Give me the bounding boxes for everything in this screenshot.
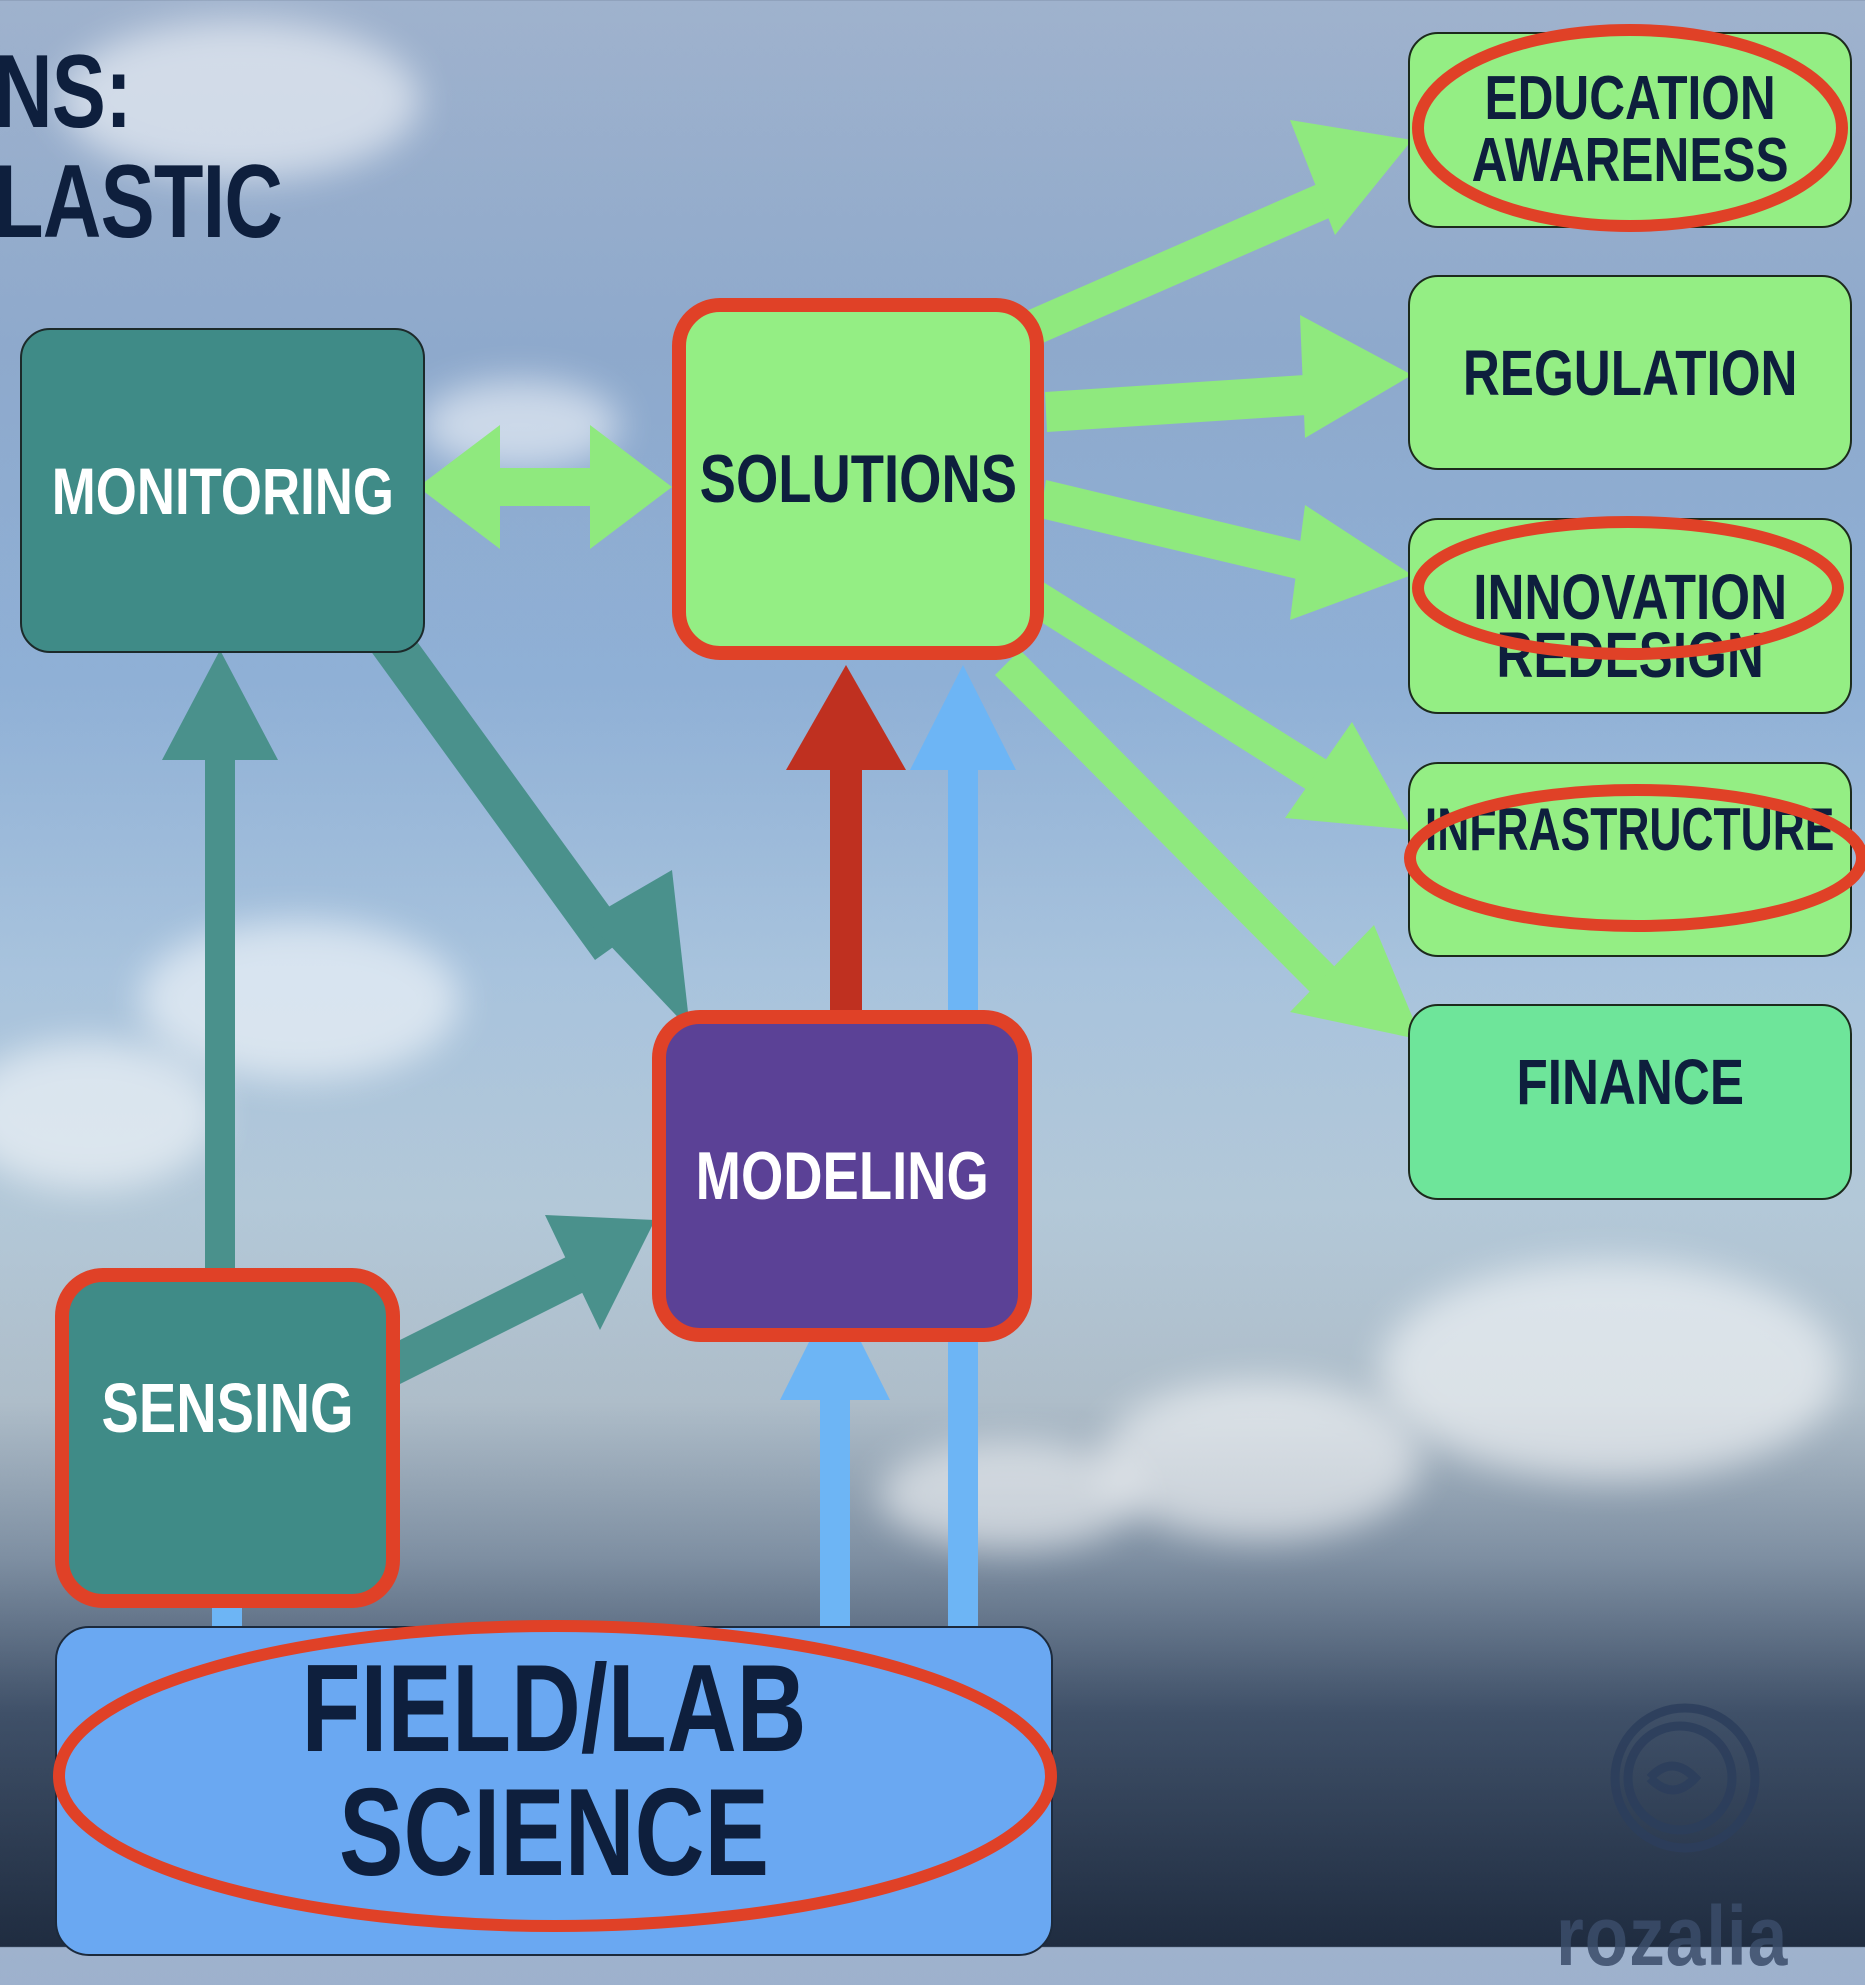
arrow-monitoring-solutions-bidirectional [418, 425, 672, 549]
highlight-infrastructure [1404, 784, 1865, 932]
cloud [1380, 1260, 1840, 1480]
finance-node[interactable]: FINANCE [1408, 1004, 1852, 1200]
arrow-solutions-to-education [1024, 120, 1412, 345]
arrow-sensing-to-modeling [380, 1215, 655, 1385]
arrow-monitoring-to-modeling [370, 625, 690, 1030]
cloud [1100, 1380, 1420, 1540]
slide-title-line1: NS: [0, 34, 132, 150]
field-lab-science-node[interactable]: FIELD/LAB SCIENCE [55, 1626, 1053, 1956]
field-lab-science-label: FIELD/LAB SCIENCE [301, 1640, 807, 1902]
sensing-label: SENSING [101, 1369, 354, 1447]
arrow-solutions-to-innovation [1040, 480, 1412, 620]
highlight-field-lab-science [53, 1620, 1057, 1932]
sensing-node[interactable]: SENSING [55, 1268, 400, 1608]
arrow-solutions-to-finance [995, 650, 1422, 1040]
monitoring-label: MONITORING [51, 453, 394, 528]
cloud [880, 1440, 1140, 1550]
regulation-node[interactable]: REGULATION [1408, 275, 1852, 470]
finance-label: FINANCE [1516, 1046, 1744, 1118]
cloud [420, 380, 620, 470]
arrow-solutions-to-regulation [1045, 315, 1412, 438]
highlight-education-awareness [1412, 24, 1848, 232]
cloud [140, 920, 460, 1080]
arrow-solutions-to-infrastructure [1022, 580, 1412, 830]
solutions-node[interactable]: SOLUTIONS [672, 298, 1044, 660]
regulation-label: REGULATION [1462, 336, 1798, 409]
arrow-field-to-modeling [780, 1290, 890, 1630]
cloud [60, 20, 420, 180]
rozalia-logo-text: rozalia [1556, 1889, 1789, 1983]
slide-title-line2: LASTIC [0, 144, 283, 260]
monitoring-node[interactable]: MONITORING [20, 328, 425, 653]
modeling-node[interactable]: MODELING [652, 1010, 1032, 1342]
arrow-modeling-to-solutions [786, 665, 906, 1010]
arrow-sensing-to-monitoring [162, 650, 278, 1290]
modeling-label: MODELING [695, 1138, 989, 1214]
education-awareness-label: EDUCATION AWARENESS [1471, 64, 1789, 195]
cloud [0, 1040, 220, 1190]
highlight-innovation [1412, 516, 1844, 660]
solutions-label: SOLUTIONS [699, 441, 1017, 517]
innovation-label: INNOVATION [1473, 561, 1787, 633]
